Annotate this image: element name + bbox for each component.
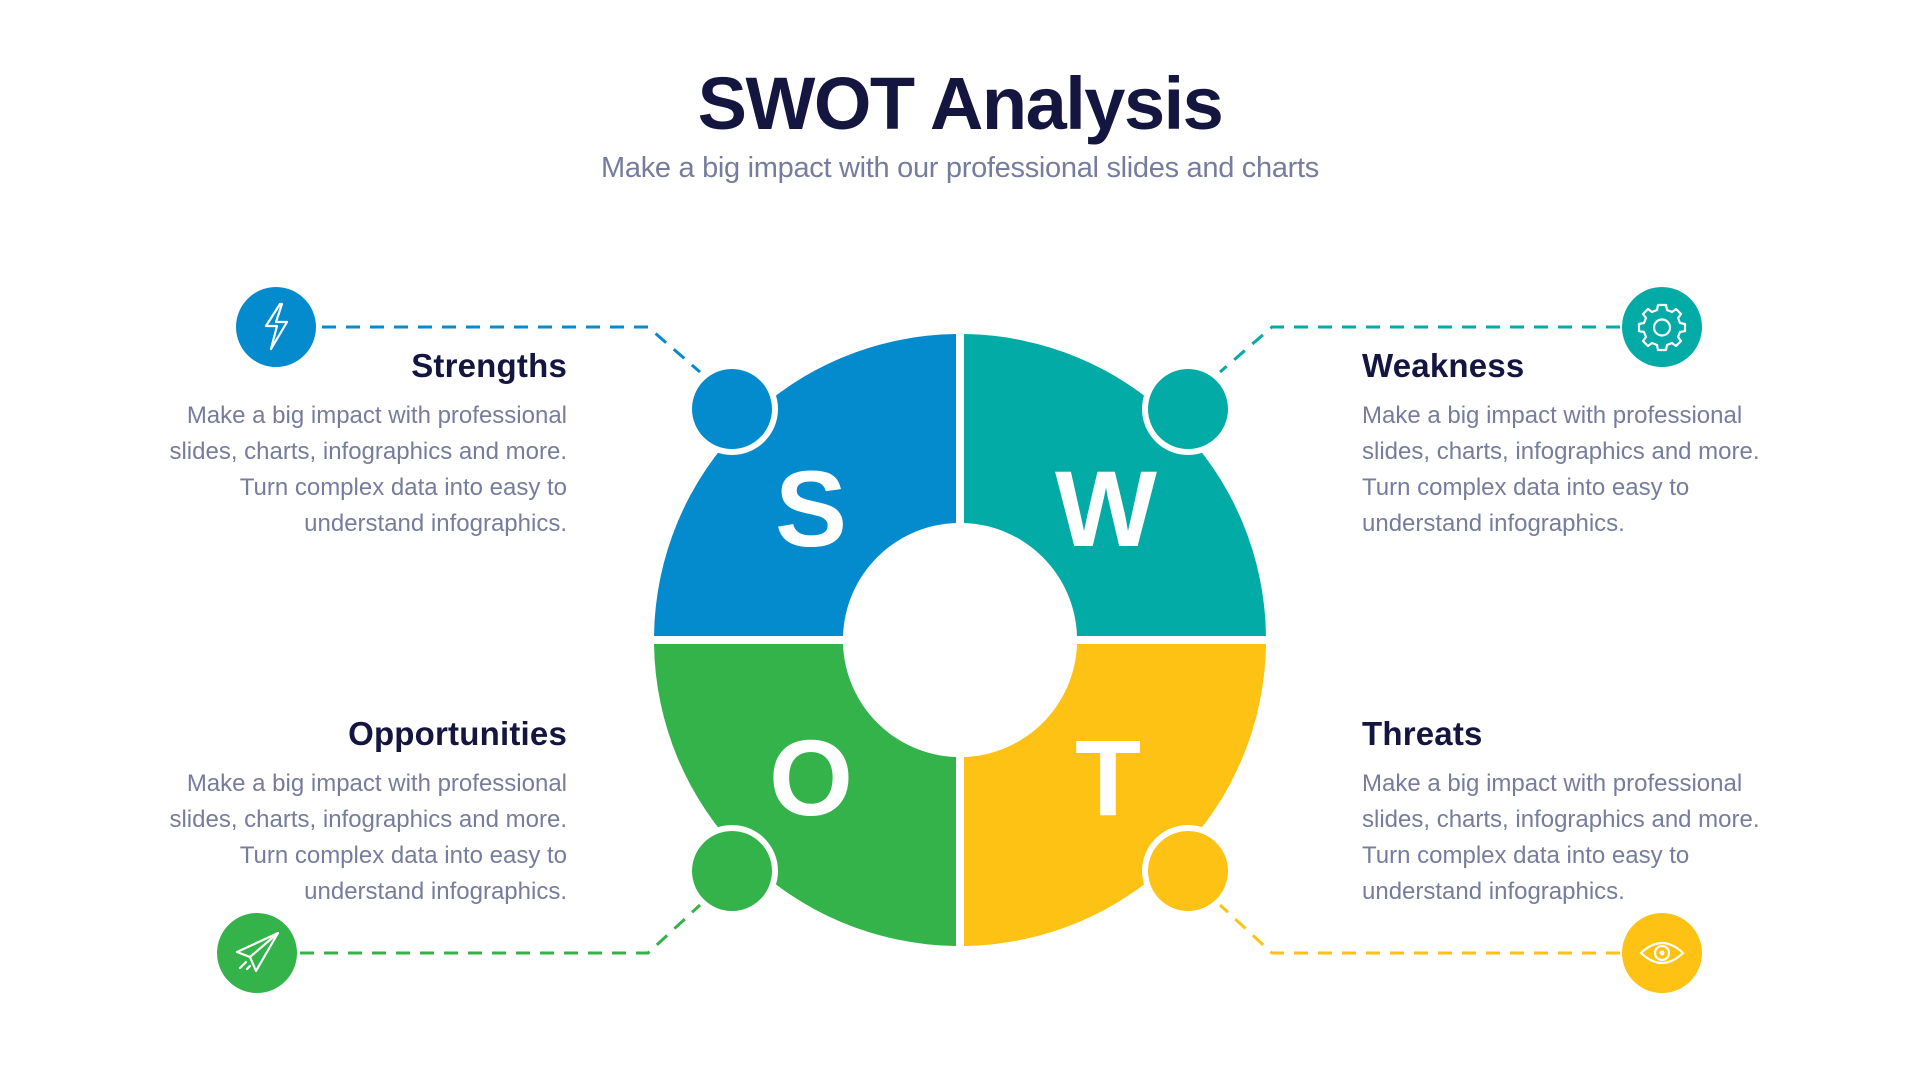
eye-icon [1639, 941, 1685, 965]
threats-line: understand infographics. [1362, 878, 1625, 905]
strengths-block: Strengths Make a big impact with profess… [107, 346, 567, 542]
opportunities-line: understand infographics. [304, 878, 567, 905]
opportunities-block: Opportunities Make a big impact with pro… [107, 714, 567, 910]
weakness-description: Make a big impact with professional slid… [1362, 398, 1822, 542]
opportunities-line: Turn complex data into easy to [239, 842, 567, 869]
lightning-bolt-icon [264, 302, 289, 351]
connector-weakness [1219, 325, 1620, 374]
threats-line: Turn complex data into easy to [1362, 842, 1690, 869]
threats-block: Threats Make a big impact with professio… [1362, 714, 1822, 910]
threats-icon-button[interactable] [1622, 913, 1702, 993]
opportunities-line: Make a big impact with professional [186, 770, 567, 797]
letter-w: W [1055, 448, 1157, 569]
weakness-heading: Weakness [1362, 347, 1525, 384]
donut-chart [654, 334, 1266, 946]
strengths-line: Make a big impact with professional [186, 402, 567, 429]
quadrant-strengths[interactable] [654, 334, 956, 636]
strengths-line: Turn complex data into easy to [239, 474, 567, 501]
letter-s: S [775, 448, 847, 569]
weakness-block: Weakness Make a big impact with professi… [1362, 346, 1822, 542]
gear-icon [1637, 303, 1687, 352]
node-threats-fill [1148, 831, 1228, 911]
weakness-line: understand infographics. [1362, 510, 1625, 537]
letter-o: O [769, 717, 853, 838]
paper-plane-icon [235, 931, 280, 973]
weakness-line: Make a big impact with professional [1362, 402, 1743, 429]
threats-line: Make a big impact with professional [1362, 770, 1743, 797]
opportunities-line: slides, charts, infographics and more. [169, 806, 567, 833]
strengths-description: Make a big impact with professional slid… [107, 398, 567, 542]
weakness-line: Turn complex data into easy to [1362, 474, 1690, 501]
connector-strengths [322, 325, 701, 374]
page-subtitle: Make a big impact with our professional … [601, 152, 1319, 184]
threats-line: slides, charts, infographics and more. [1362, 806, 1760, 833]
node-opportunities-fill [692, 831, 772, 911]
connector-threats [1218, 903, 1620, 955]
threats-heading: Threats [1362, 715, 1483, 752]
threats-description: Make a big impact with professional slid… [1362, 766, 1822, 910]
letter-t: T [1075, 717, 1141, 838]
strengths-line: slides, charts, infographics and more. [169, 438, 567, 465]
connector-opportunities [300, 903, 702, 955]
strengths-line: understand infographics. [304, 510, 567, 537]
opportunities-heading: Opportunities [348, 715, 567, 752]
quadrant-opportunities[interactable] [654, 644, 956, 946]
quadrant-weakness[interactable] [964, 334, 1266, 636]
opportunities-icon-button[interactable] [217, 913, 297, 993]
strengths-heading: Strengths [411, 347, 567, 384]
weakness-icon-button[interactable] [1622, 287, 1702, 367]
node-strengths-fill [692, 369, 772, 449]
weakness-line: slides, charts, infographics and more. [1362, 438, 1760, 465]
opportunities-description: Make a big impact with professional slid… [107, 766, 567, 910]
strengths-icon-button[interactable] [236, 287, 316, 367]
page-title: SWOT Analysis [697, 62, 1224, 145]
quadrant-threats[interactable] [964, 644, 1266, 946]
node-weakness-fill [1148, 369, 1228, 449]
